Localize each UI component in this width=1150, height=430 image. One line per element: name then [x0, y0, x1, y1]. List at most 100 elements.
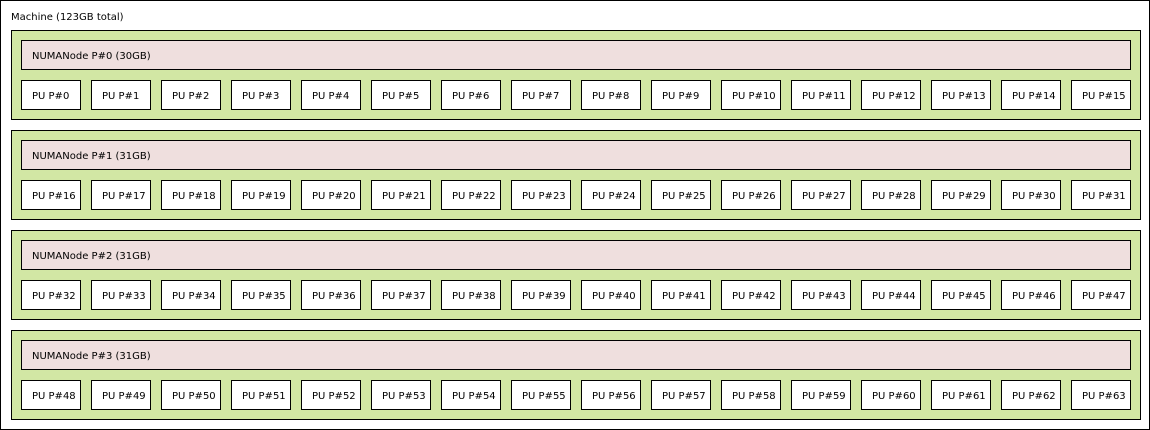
pu-label: PU P#44 [872, 291, 916, 302]
pu-box: PU P#44 [861, 280, 921, 310]
pu-box: PU P#16 [21, 180, 81, 210]
numa-node-label: NUMANode P#2 (31GB) [32, 251, 151, 262]
numa-node-3: NUMANode P#3 (31GB) [21, 340, 1131, 370]
pu-box: PU P#55 [511, 380, 571, 410]
pu-box: PU P#1 [91, 80, 151, 110]
pu-label: PU P#36 [312, 291, 356, 302]
pu-label: PU P#9 [662, 91, 700, 102]
pu-box: PU P#24 [581, 180, 641, 210]
pu-label: PU P#18 [172, 191, 216, 202]
pu-label: PU P#49 [102, 391, 146, 402]
pu-label: PU P#14 [1012, 91, 1056, 102]
pu-label: PU P#6 [452, 91, 490, 102]
pu-label: PU P#11 [802, 91, 846, 102]
numa-group-2: NUMANode P#2 (31GB) PU P#32 PU P#33 PU P#34… [11, 230, 1141, 320]
pu-label: PU P#39 [522, 291, 566, 302]
pu-box: PU P#6 [441, 80, 501, 110]
pu-label: PU P#40 [592, 291, 636, 302]
pu-label: PU P#20 [312, 191, 356, 202]
pu-label: PU P#24 [592, 191, 636, 202]
pu-box: PU P#31 [1071, 180, 1131, 210]
numa-node-label: NUMANode P#3 (31GB) [32, 351, 151, 362]
pu-label: PU P#10 [732, 91, 776, 102]
pu-box: PU P#0 [21, 80, 81, 110]
pu-box: PU P#46 [1001, 280, 1061, 310]
pu-box: PU P#25 [651, 180, 711, 210]
pu-box: PU P#8 [581, 80, 641, 110]
pu-label: PU P#45 [942, 291, 986, 302]
pu-label: PU P#51 [242, 391, 286, 402]
pu-box: PU P#5 [371, 80, 431, 110]
pu-box: PU P#10 [721, 80, 781, 110]
pu-box: PU P#30 [1001, 180, 1061, 210]
machine-label: Machine (123GB total) [11, 12, 124, 23]
pu-label: PU P#53 [382, 391, 426, 402]
pu-box: PU P#49 [91, 380, 151, 410]
pu-label: PU P#59 [802, 391, 846, 402]
pu-label: PU P#57 [662, 391, 706, 402]
numa-node-label: NUMANode P#0 (30GB) [32, 51, 151, 62]
pu-label: PU P#13 [942, 91, 986, 102]
pu-label: PU P#16 [32, 191, 76, 202]
pu-label: PU P#30 [1012, 191, 1056, 202]
pu-label: PU P#54 [452, 391, 496, 402]
pu-box: PU P#57 [651, 380, 711, 410]
pu-box: PU P#28 [861, 180, 921, 210]
pu-box: PU P#13 [931, 80, 991, 110]
pu-box: PU P#56 [581, 380, 641, 410]
pu-label: PU P#17 [102, 191, 146, 202]
pu-label: PU P#43 [802, 291, 846, 302]
pu-label: PU P#5 [382, 91, 420, 102]
pu-label: PU P#1 [102, 91, 140, 102]
pu-label: PU P#19 [242, 191, 286, 202]
pu-box: PU P#21 [371, 180, 431, 210]
pu-label: PU P#33 [102, 291, 146, 302]
numa-node-2: NUMANode P#2 (31GB) [21, 240, 1131, 270]
pu-label: PU P#12 [872, 91, 916, 102]
pu-box: PU P#18 [161, 180, 221, 210]
pu-label: PU P#56 [592, 391, 636, 402]
pu-label: PU P#48 [32, 391, 76, 402]
pu-label: PU P#27 [802, 191, 846, 202]
pu-box: PU P#27 [791, 180, 851, 210]
pu-box: PU P#62 [1001, 380, 1061, 410]
pu-box: PU P#22 [441, 180, 501, 210]
pu-box: PU P#50 [161, 380, 221, 410]
pu-label: PU P#50 [172, 391, 216, 402]
pu-box: PU P#61 [931, 380, 991, 410]
numa-group-1: NUMANode P#1 (31GB) PU P#16 PU P#17 PU P#18… [11, 130, 1141, 220]
pu-box: PU P#47 [1071, 280, 1131, 310]
pu-label: PU P#55 [522, 391, 566, 402]
pu-box: PU P#63 [1071, 380, 1131, 410]
pu-label: PU P#35 [242, 291, 286, 302]
pu-label: PU P#0 [32, 91, 70, 102]
pu-label: PU P#2 [172, 91, 210, 102]
pu-label: PU P#58 [732, 391, 776, 402]
pu-box: PU P#43 [791, 280, 851, 310]
pu-label: PU P#34 [172, 291, 216, 302]
pu-box: PU P#33 [91, 280, 151, 310]
numa-node-label: NUMANode P#1 (31GB) [32, 151, 151, 162]
pu-box: PU P#58 [721, 380, 781, 410]
pu-label: PU P#26 [732, 191, 776, 202]
pu-box: PU P#20 [301, 180, 361, 210]
pu-box: PU P#48 [21, 380, 81, 410]
pu-box: PU P#40 [581, 280, 641, 310]
pu-label: PU P#25 [662, 191, 706, 202]
pu-label: PU P#41 [662, 291, 706, 302]
pu-label: PU P#8 [592, 91, 630, 102]
pu-label: PU P#29 [942, 191, 986, 202]
pu-box: PU P#29 [931, 180, 991, 210]
pu-box: PU P#37 [371, 280, 431, 310]
pu-label: PU P#42 [732, 291, 776, 302]
numa-node-1: NUMANode P#1 (31GB) [21, 140, 1131, 170]
pu-label: PU P#4 [312, 91, 350, 102]
pu-box: PU P#4 [301, 80, 361, 110]
pu-label: PU P#22 [452, 191, 496, 202]
pu-box: PU P#19 [231, 180, 291, 210]
pu-box: PU P#32 [21, 280, 81, 310]
numa-group-0: NUMANode P#0 (30GB) PU P#0 PU P#1 PU P#2 PU … [11, 30, 1141, 120]
pu-label: PU P#21 [382, 191, 426, 202]
pu-box: PU P#9 [651, 80, 711, 110]
